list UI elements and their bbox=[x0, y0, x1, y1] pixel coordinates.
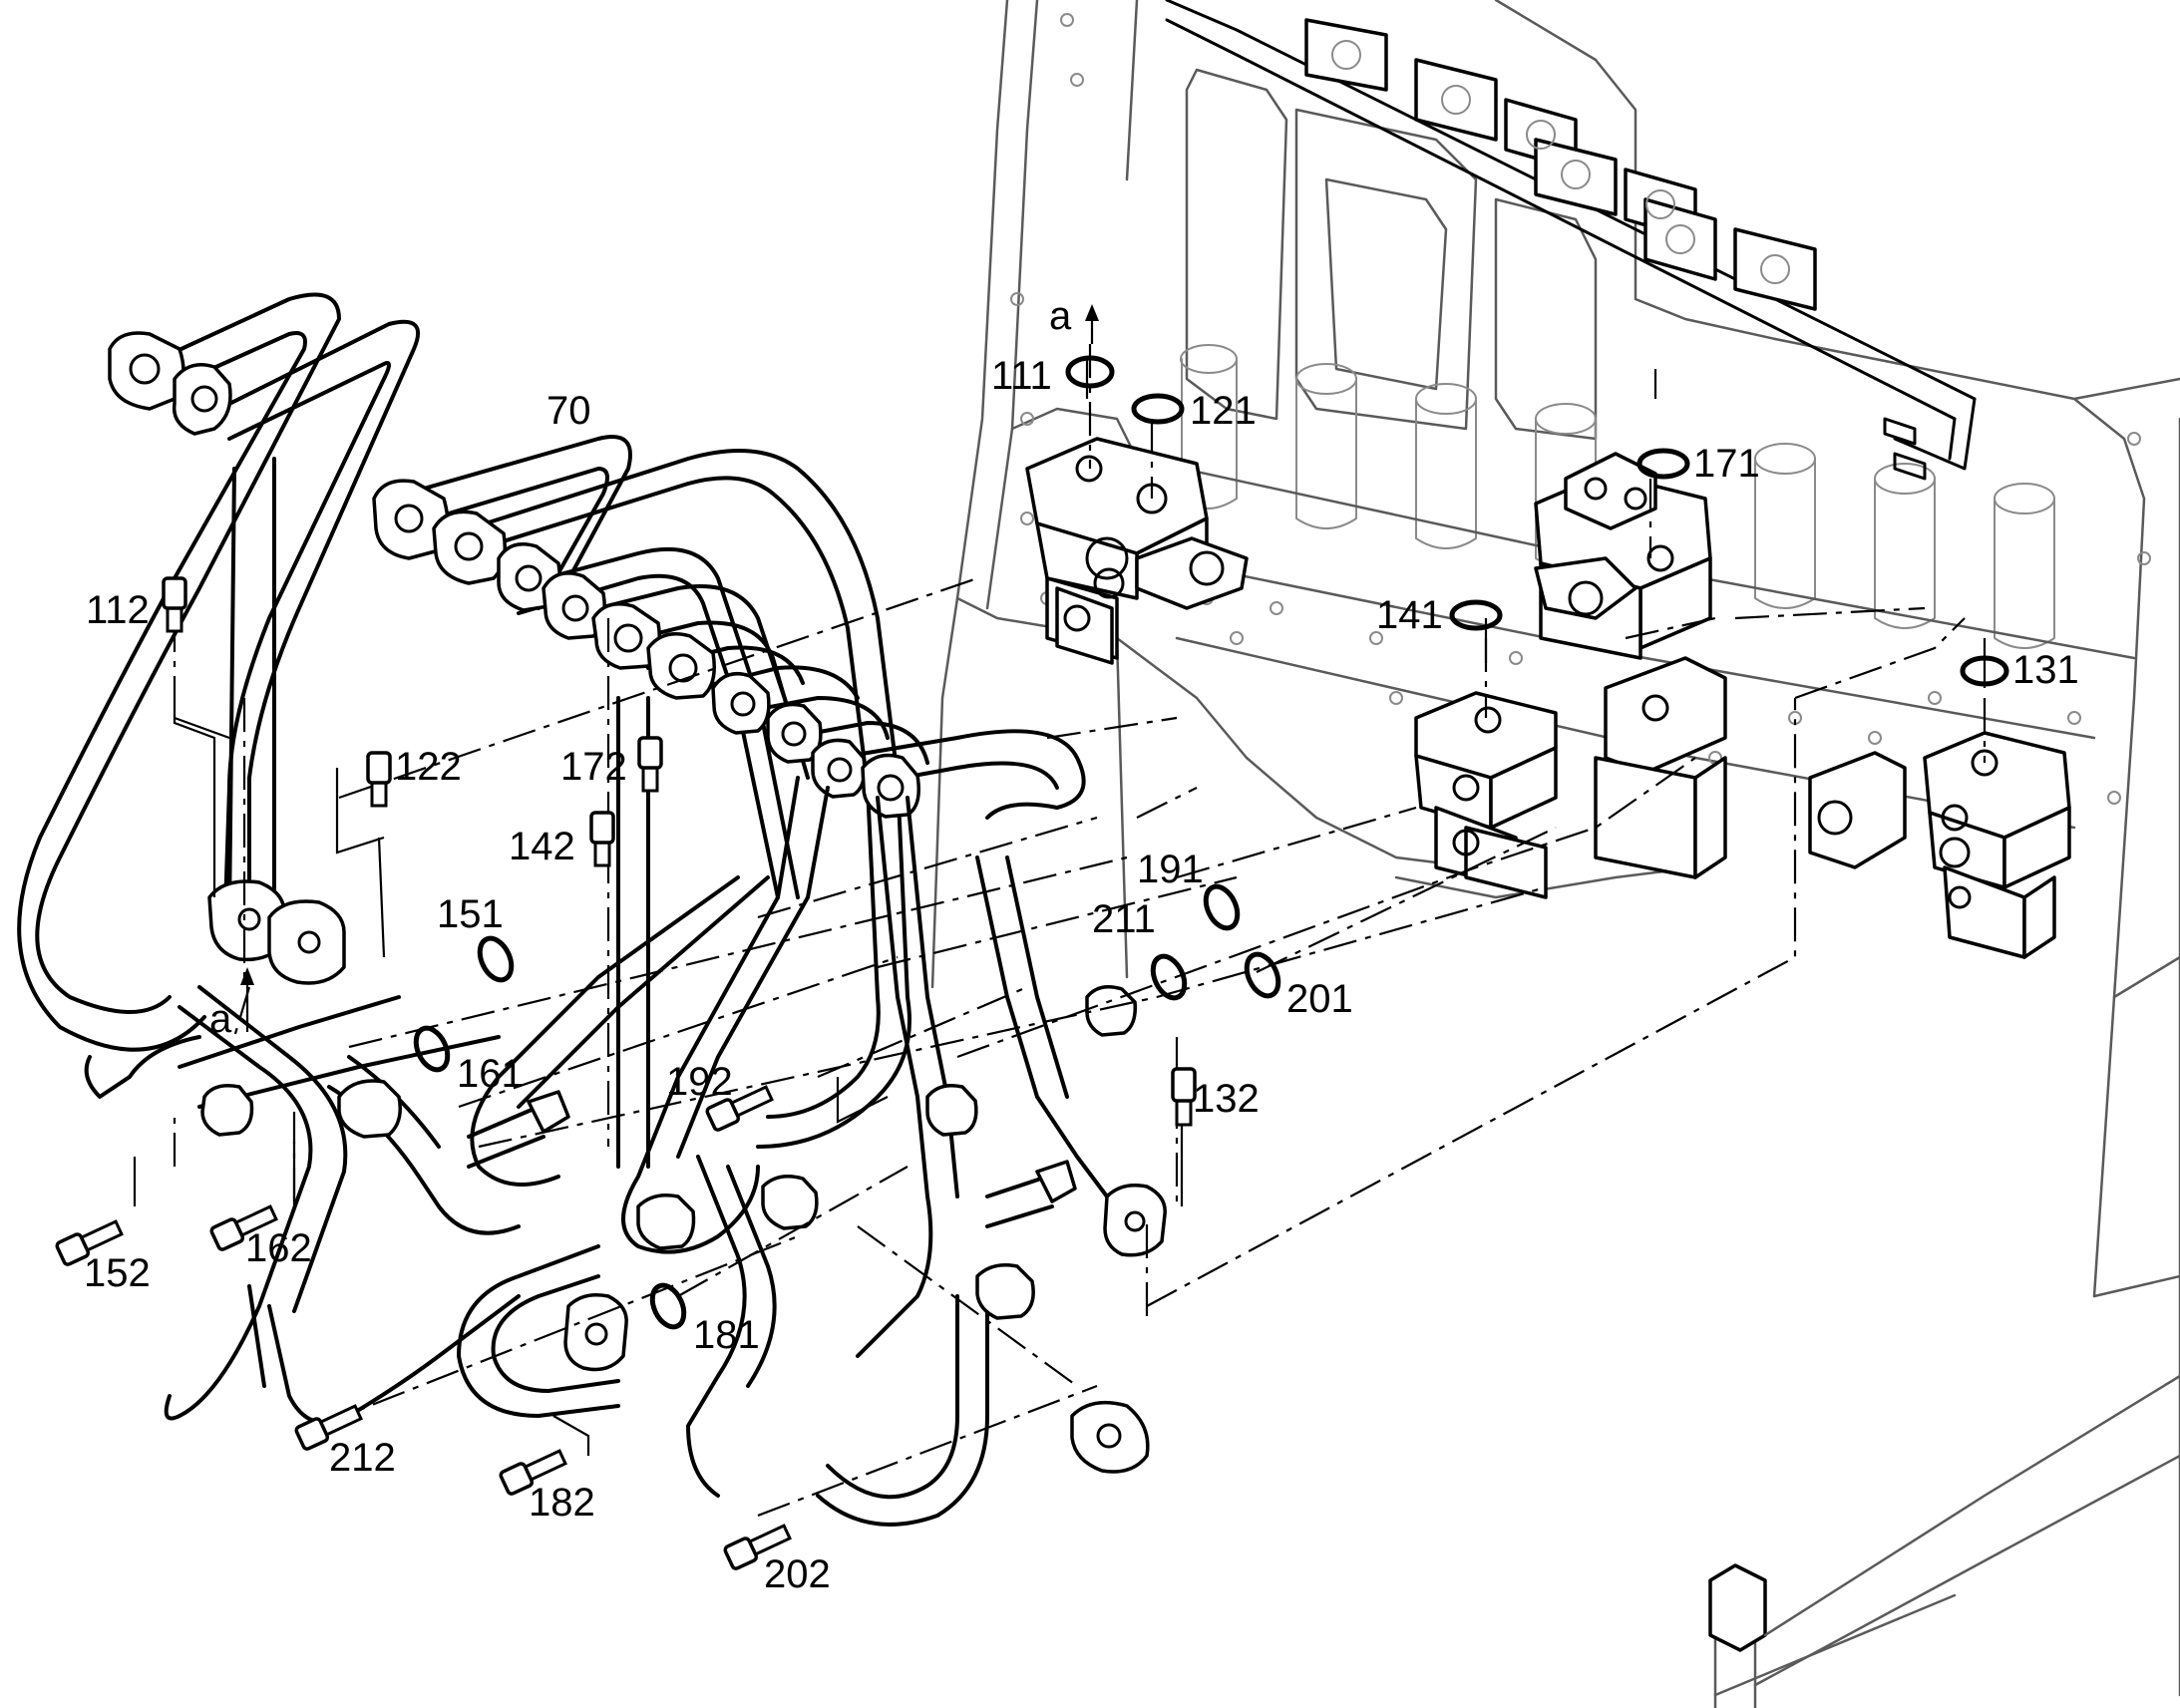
callout-211: 211 bbox=[1092, 897, 1156, 941]
bolt-212 bbox=[294, 1404, 363, 1451]
bolt-162 bbox=[209, 1204, 278, 1251]
callout-161: 161 bbox=[457, 1052, 524, 1096]
valve-blocks bbox=[1025, 437, 2071, 959]
callout-181: 181 bbox=[693, 1313, 760, 1357]
bolt-192 bbox=[705, 1085, 774, 1132]
callout-labels: 70 111 112 121 122 131 132 141 142 151 1… bbox=[84, 294, 2079, 1596]
callout-192: 192 bbox=[666, 1060, 733, 1104]
callout-182: 182 bbox=[529, 1481, 595, 1525]
o-ring-171 bbox=[1636, 448, 1690, 480]
direction-arrows bbox=[240, 304, 1099, 1032]
bolt-112 bbox=[162, 576, 187, 633]
callout-191: 191 bbox=[1137, 848, 1204, 891]
callout-141: 141 bbox=[1376, 593, 1443, 637]
o-ring-191 bbox=[1203, 883, 1241, 931]
bolt-142 bbox=[589, 811, 615, 867]
o-ring-211 bbox=[1150, 953, 1188, 1001]
bolt-122 bbox=[366, 751, 392, 808]
o-ring-131 bbox=[1960, 655, 2009, 687]
o-ring-121 bbox=[1131, 393, 1185, 425]
callout-121: 121 bbox=[1190, 389, 1257, 433]
bolt-182 bbox=[499, 1449, 567, 1496]
bolt-202 bbox=[723, 1524, 792, 1570]
callout-142: 142 bbox=[509, 825, 575, 868]
o-ring-161 bbox=[413, 1025, 451, 1073]
callout-111: 111 bbox=[991, 354, 1052, 398]
injector-rail bbox=[1165, 0, 1977, 481]
callout-151: 151 bbox=[437, 892, 504, 936]
callout-a-top: a bbox=[1049, 294, 1072, 338]
callout-212: 212 bbox=[329, 1436, 396, 1480]
engine-block bbox=[930, 0, 2180, 1708]
callout-a-left: a bbox=[209, 997, 232, 1041]
o-rings bbox=[413, 355, 2009, 1330]
callout-122: 122 bbox=[395, 745, 462, 789]
leader-lines bbox=[133, 359, 1987, 1456]
callout-70: 70 bbox=[546, 389, 591, 433]
callout-131: 131 bbox=[2012, 648, 2079, 692]
o-ring-141 bbox=[1449, 599, 1503, 631]
o-ring-151 bbox=[477, 935, 515, 983]
pipe-assembly bbox=[17, 292, 1167, 1527]
callout-132: 132 bbox=[1193, 1077, 1260, 1121]
o-ring-181 bbox=[649, 1282, 687, 1330]
bolt-172 bbox=[637, 736, 663, 793]
callout-201: 201 bbox=[1286, 977, 1353, 1021]
o-ring-201 bbox=[1244, 951, 1281, 999]
bolt-132 bbox=[1171, 1067, 1197, 1127]
callout-202: 202 bbox=[764, 1552, 831, 1596]
callout-152: 152 bbox=[84, 1251, 151, 1295]
callout-171: 171 bbox=[1693, 442, 1760, 486]
callout-112: 112 bbox=[86, 588, 150, 632]
bolt-152 bbox=[55, 1219, 124, 1266]
o-ring-111 bbox=[1065, 355, 1115, 389]
callout-172: 172 bbox=[560, 745, 627, 789]
callout-162: 162 bbox=[245, 1226, 312, 1270]
bolts bbox=[55, 576, 1197, 1570]
